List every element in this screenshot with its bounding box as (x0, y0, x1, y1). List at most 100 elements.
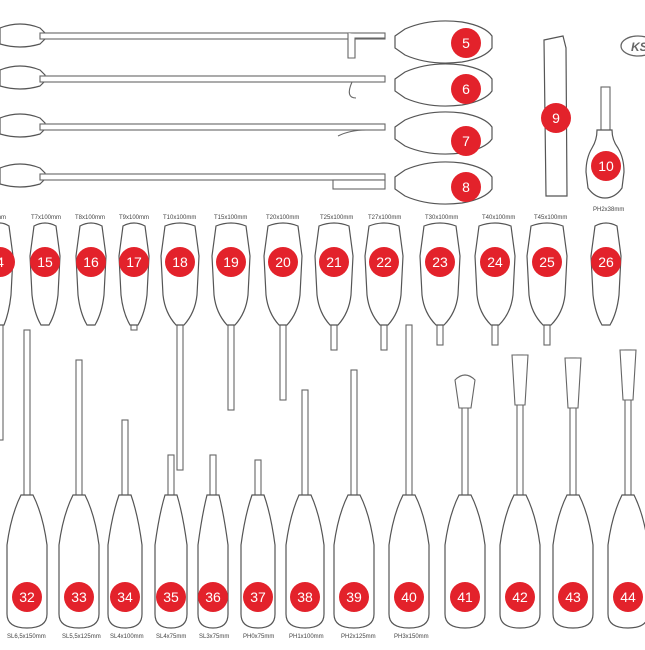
size-label-t10: T10x100mm (163, 215, 196, 221)
svg-text:16: 16 (83, 254, 99, 270)
torx-screwdriver-24: 24 (474, 222, 516, 346)
badge-41: 41 (450, 582, 480, 612)
size-label-sl4-100: SL4x100mm (110, 634, 144, 640)
torx-screwdriver-4: 4 (0, 222, 15, 441)
badge-43: 43 (558, 582, 588, 612)
torx-screwdriver-25: 25 (526, 222, 568, 346)
badge-24: 24 (480, 247, 510, 277)
svg-text:5: 5 (462, 35, 470, 51)
hook-tool-6 (0, 63, 493, 107)
screwdriver-38: 38 (285, 389, 325, 629)
size-label-ph0: PH0x75mm (243, 634, 274, 640)
svg-text:35: 35 (163, 589, 179, 605)
torx-screwdriver-15: 15 (29, 222, 61, 326)
badge-8: 8 (451, 172, 481, 202)
svg-text:37: 37 (250, 589, 266, 605)
badge-18: 18 (165, 247, 195, 277)
svg-text:43: 43 (565, 589, 581, 605)
badge-7: 7 (451, 126, 481, 156)
svg-text:36: 36 (205, 589, 221, 605)
svg-text:23: 23 (432, 254, 448, 270)
torx-screwdriver-18: 18 (160, 222, 200, 471)
svg-text:4: 4 (0, 254, 4, 270)
brand-logo-text: KS (631, 40, 645, 54)
hook-tool-5 (0, 20, 493, 64)
torx-screwdriver-17: 17 (118, 222, 150, 331)
badge-4: 4 (0, 247, 15, 277)
badge-20: 20 (268, 247, 298, 277)
torx-screwdriver-row: 4 15 16 17 18 19 20 21 22 23 24 25 26 (0, 222, 622, 471)
size-label-t30: T30x100mm (425, 215, 458, 221)
badge-17: 17 (119, 247, 149, 277)
slotted-phillips-screwdriver-row: 32 33 34 35 36 37 38 39 40 41 42 43 44 (6, 324, 645, 629)
svg-text:25: 25 (539, 254, 555, 270)
svg-text:32: 32 (19, 589, 35, 605)
svg-text:26: 26 (598, 254, 614, 270)
screwdriver-35: 35 (154, 454, 188, 629)
svg-text:7: 7 (462, 133, 470, 149)
svg-text:42: 42 (512, 589, 528, 605)
size-label-sl55: SL5,5x125mm (62, 634, 101, 640)
torx-screwdriver-20: 20 (263, 222, 303, 401)
svg-text:9: 9 (552, 110, 560, 126)
badge-19: 19 (216, 247, 246, 277)
brand-logo: KS (620, 35, 645, 57)
svg-text:21: 21 (326, 254, 342, 270)
size-label-t27: T27x100mm (368, 215, 401, 221)
svg-text:41: 41 (457, 589, 473, 605)
torx-screwdriver-19: 19 (211, 222, 251, 411)
svg-text:19: 19 (223, 254, 239, 270)
size-label-ph1: PH1x100mm (289, 634, 324, 640)
hook-tool-8 (0, 161, 493, 205)
badge-32: 32 (12, 582, 42, 612)
stubby-screwdriver-10 (585, 86, 625, 199)
svg-text:6: 6 (462, 81, 470, 97)
screwdriver-34: 34 (107, 419, 143, 629)
svg-text:20: 20 (275, 254, 291, 270)
size-label-sl65: SL6,5x150mm (7, 634, 46, 640)
screwdriver-41: 41 (444, 374, 486, 629)
badge-44: 44 (613, 582, 643, 612)
screwdriver-33: 33 (58, 359, 100, 629)
hook-tool-7 (0, 111, 493, 155)
screwdriver-39: 39 (333, 369, 375, 629)
size-label-sl3: SL3x75mm (199, 634, 229, 640)
torx-screwdriver-16: 16 (75, 222, 107, 326)
size-label-t45: T45x100mm (534, 215, 567, 221)
size-label-10: PH2x38mm (593, 207, 624, 213)
badge-22: 22 (369, 247, 399, 277)
size-label-ph2: PH2x125mm (341, 634, 376, 640)
screwdriver-44: 44 (607, 349, 645, 629)
badge-23: 23 (425, 247, 455, 277)
badge-36: 36 (198, 582, 228, 612)
badge-25: 25 (532, 247, 562, 277)
size-label-t9: T9x100mm (119, 215, 149, 221)
svg-text:15: 15 (37, 254, 53, 270)
svg-text:44: 44 (620, 589, 636, 605)
badge-10: 10 (591, 151, 621, 181)
screwdriver-42: 42 (499, 354, 541, 629)
badge-34: 34 (110, 582, 140, 612)
torx-screwdriver-21: 21 (314, 222, 354, 351)
size-label-t8: T8x100mm (75, 215, 105, 221)
svg-text:33: 33 (71, 589, 87, 605)
badge-40: 40 (394, 582, 424, 612)
svg-text:40: 40 (401, 589, 417, 605)
badge-42: 42 (505, 582, 535, 612)
screwdriver-40: 40 (388, 324, 430, 629)
svg-text:24: 24 (487, 254, 503, 270)
badge-15: 15 (30, 247, 60, 277)
svg-text:8: 8 (462, 179, 470, 195)
badge-5: 5 (451, 28, 481, 58)
size-label-ph3: PH3x150mm (394, 634, 429, 640)
badge-35: 35 (156, 582, 186, 612)
badge-6: 6 (451, 74, 481, 104)
torx-screwdriver-23: 23 (419, 222, 461, 346)
badge-21: 21 (319, 247, 349, 277)
badge-38: 38 (290, 582, 320, 612)
size-label-t25: T25x100mm (320, 215, 353, 221)
torx-screwdriver-22: 22 (364, 222, 404, 351)
badge-16: 16 (76, 247, 106, 277)
